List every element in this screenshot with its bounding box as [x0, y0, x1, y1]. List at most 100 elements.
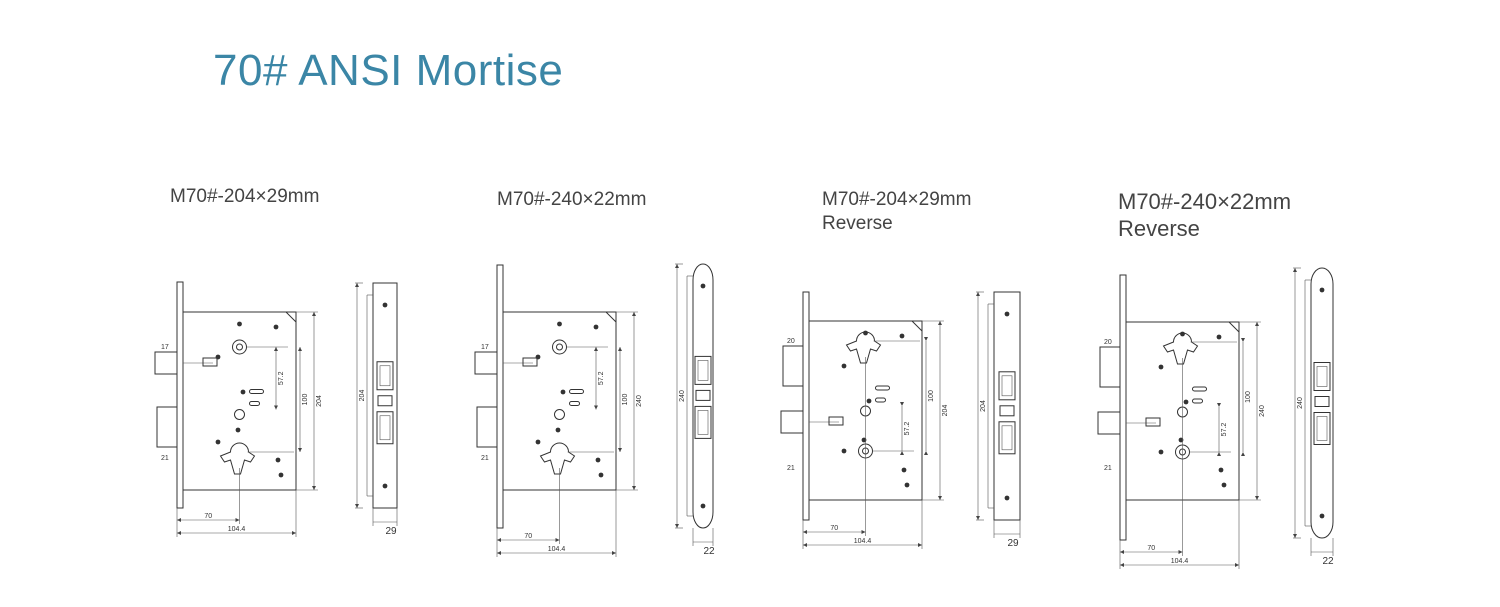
dim-d-label: 100 — [622, 394, 629, 406]
latch-bolt — [780, 410, 804, 434]
deadbolt-opening — [1313, 412, 1331, 445]
thumb-turn — [234, 409, 245, 420]
dim-c-arrow-a — [274, 347, 278, 351]
latch-opening — [998, 371, 1016, 401]
faceplate-screw-bot — [382, 483, 388, 489]
dim-d-arrow-b — [618, 448, 622, 452]
dim-d-arrow-a — [924, 451, 928, 455]
latch-spring — [828, 416, 844, 426]
latch-opening-inner — [379, 365, 391, 387]
rivet-5 — [598, 472, 604, 478]
dim-width-arrow-a — [177, 531, 181, 535]
dim-width-arrow-b — [292, 531, 296, 535]
faceplate-edge — [176, 281, 184, 509]
dead-bolt — [476, 406, 498, 448]
deadbolt-opening-inner — [697, 410, 709, 435]
rivet-1 — [841, 363, 847, 369]
dim-height-arrow-b — [938, 496, 942, 500]
slot-1 — [249, 389, 264, 394]
dim-d-arrow-b — [1241, 338, 1245, 342]
slot-2 — [569, 401, 580, 406]
latch-bolt — [1097, 411, 1121, 435]
rivet-7 — [237, 321, 242, 327]
cylinder-keyhole — [845, 331, 882, 364]
faceplate-side — [372, 282, 398, 509]
lock-body-chamfer — [285, 311, 297, 323]
dim-small-a: 20 — [787, 338, 795, 345]
rivet-1 — [535, 354, 541, 360]
slot-2 — [1192, 398, 1203, 404]
dim-height-arrow-b — [312, 486, 316, 490]
deadbolt-opening — [694, 405, 712, 439]
slot-1 — [1192, 386, 1207, 392]
dim-height-arrow-b — [1255, 496, 1259, 500]
rivet-6 — [555, 427, 561, 433]
dim-c-arrow-a — [1217, 452, 1221, 456]
dim-plate-height-arrow-b — [355, 504, 359, 508]
dead-bolt — [1099, 346, 1121, 388]
dim-small-b: 21 — [161, 455, 169, 462]
dim-height-label: 240 — [1259, 405, 1266, 417]
model-label-1: M70#-204×29mm — [170, 185, 319, 209]
faceplate-screw-bot — [1319, 513, 1325, 519]
model-label-3-line2: Reverse — [822, 213, 893, 234]
lock-body — [502, 311, 617, 491]
model-label-3: M70#-204×29mm Reverse — [822, 188, 971, 236]
rivet-3 — [1183, 399, 1189, 405]
faceplate-side — [692, 263, 714, 529]
rivet-4 — [273, 324, 279, 330]
cylinder-keyhole — [539, 442, 576, 475]
dim-small-a: 17 — [481, 344, 489, 351]
latch-bolt — [474, 351, 498, 375]
dim-c-label: 57.2 — [598, 371, 605, 385]
dim-backset-label: 70 — [524, 533, 532, 540]
rivet-7 — [863, 330, 868, 336]
dim-backset-arrow-a — [1120, 550, 1124, 554]
aux-opening — [377, 395, 393, 407]
rivet-2 — [841, 448, 847, 454]
latch-opening — [1313, 362, 1331, 391]
dim-height-arrow-a — [312, 312, 316, 316]
dim-height-arrow-a — [1255, 322, 1259, 326]
dim-d-arrow-a — [618, 347, 622, 351]
dim-plate-width-label: 29 — [385, 526, 397, 537]
rivet-5 — [278, 472, 284, 478]
rivet-1 — [1158, 364, 1164, 370]
dim-c-arrow-a — [594, 347, 598, 351]
dim-plate-height-label: 204 — [359, 390, 366, 402]
lock-body-chamfer — [911, 320, 923, 332]
dim-plate-height-arrow-a — [1293, 268, 1297, 272]
dim-backset-arrow-b — [1178, 550, 1183, 554]
dim-d-arrow-b — [298, 448, 302, 452]
faceplate-side — [1310, 267, 1334, 539]
dim-width-arrow-b — [918, 543, 922, 547]
latch-opening — [694, 355, 712, 385]
rivet-4 — [899, 333, 905, 339]
faceplate-screw-bot — [1004, 495, 1010, 501]
dim-plate-height-label: 240 — [679, 390, 686, 402]
faceplate-screw-top — [700, 283, 706, 289]
dim-plate-height-arrow-b — [976, 516, 980, 520]
dim-plate-height-arrow-a — [976, 292, 980, 296]
dim-d-arrow-b — [924, 337, 928, 341]
lock-body — [182, 311, 297, 491]
rivet-7 — [1180, 331, 1185, 337]
rivet-8 — [595, 457, 601, 463]
dim-plate-height-arrow-a — [675, 264, 679, 268]
dim-small-b: 21 — [481, 455, 489, 462]
model-label-2: M70#-240×22mm — [497, 188, 646, 212]
dim-backset-label: 70 — [830, 525, 838, 532]
dim-plate-height-arrow-a — [355, 283, 359, 287]
rivet-5 — [1221, 482, 1227, 488]
page-title: 70# ANSI Mortise — [213, 46, 564, 95]
rivet-2 — [215, 439, 221, 445]
cylinder-keyhole — [219, 442, 256, 475]
dim-width-arrow-b — [612, 551, 616, 555]
spindle-hub — [232, 339, 247, 355]
dim-d-label: 100 — [928, 390, 935, 402]
aux-opening — [999, 405, 1015, 417]
